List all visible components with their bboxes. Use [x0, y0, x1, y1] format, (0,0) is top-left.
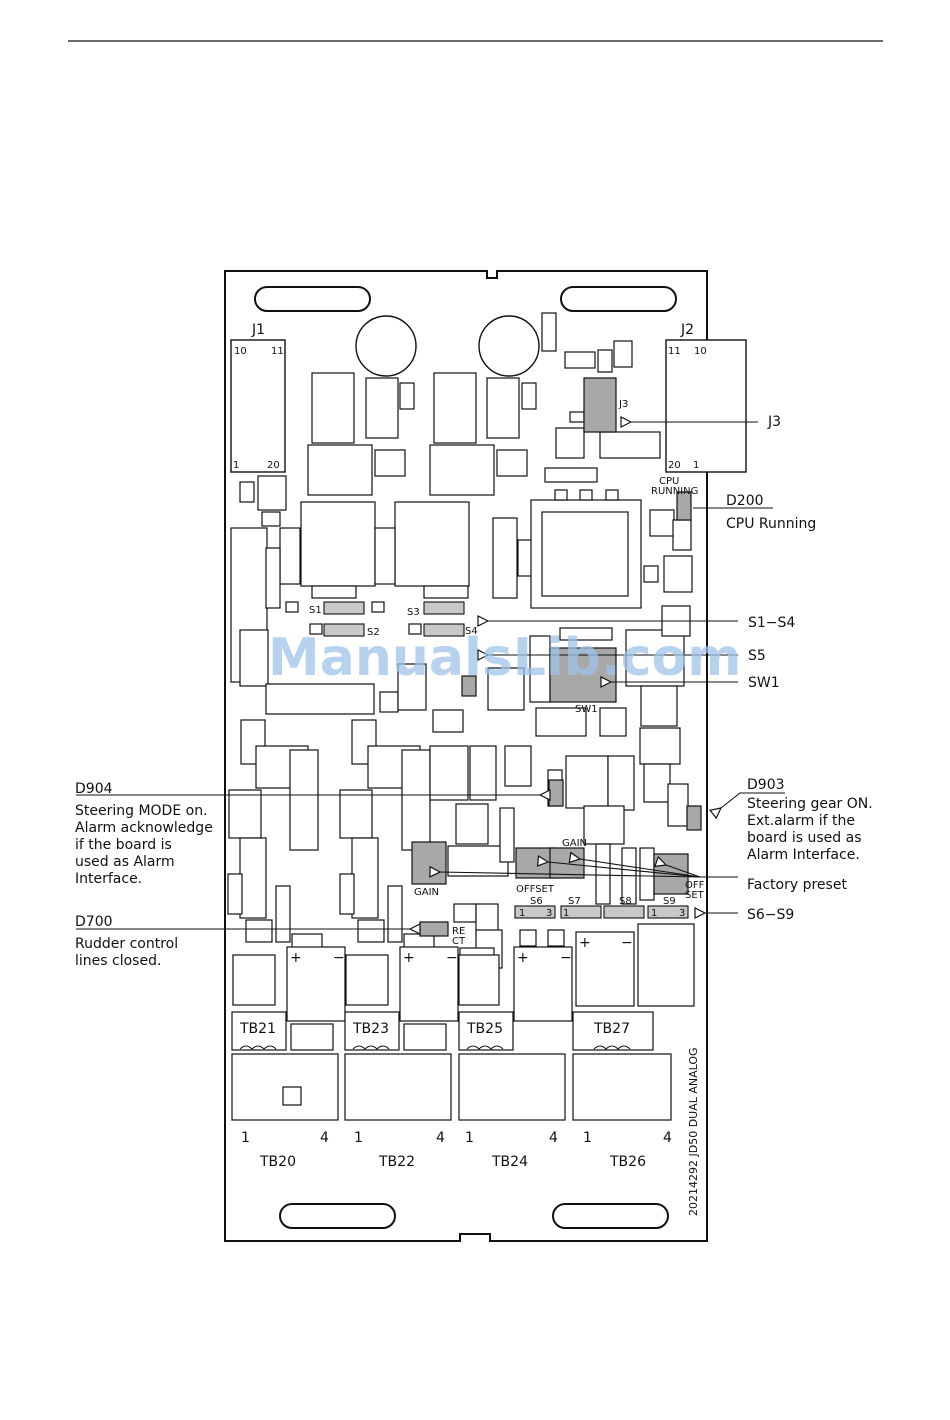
svg-text:GAIN: GAIN [562, 838, 587, 849]
svg-text:TB25: TB25 [466, 1021, 503, 1037]
svg-text:Alarm acknowledge: Alarm acknowledge [75, 820, 213, 836]
svg-text:1: 1 [651, 908, 657, 919]
svg-text:J3: J3 [618, 399, 628, 410]
svg-text:S3: S3 [407, 607, 420, 618]
svg-text:S2: S2 [367, 627, 380, 638]
part-number: 20214292 JD50 DUAL ANALOG [687, 1047, 700, 1216]
svg-text:+: + [403, 950, 415, 966]
svg-text:CPU Running: CPU Running [726, 516, 816, 532]
svg-text:CT: CT [452, 936, 466, 947]
svg-text:1: 1 [233, 460, 239, 471]
svg-text:OFFSET: OFFSET [516, 884, 555, 895]
svg-text:1: 1 [354, 1130, 363, 1146]
svg-text:D200: D200 [726, 493, 764, 509]
svg-text:S6: S6 [530, 896, 543, 907]
svg-text:TB23: TB23 [352, 1021, 389, 1037]
svg-text:−: − [560, 950, 572, 966]
svg-text:OFF: OFF [685, 880, 705, 891]
svg-text:SET: SET [685, 890, 705, 901]
svg-text:−: − [621, 935, 633, 951]
svg-text:if the board is: if the board is [75, 837, 172, 853]
svg-text:20: 20 [668, 460, 681, 471]
svg-text:D700: D700 [75, 914, 113, 930]
svg-text:S4: S4 [465, 626, 478, 637]
svg-text:Interface.: Interface. [75, 871, 142, 887]
svg-text:1: 1 [693, 460, 699, 471]
svg-text:Rudder control: Rudder control [75, 936, 178, 952]
components [227, 312, 695, 1007]
svg-text:TB27: TB27 [593, 1021, 630, 1037]
svg-text:11: 11 [271, 346, 284, 357]
svg-text:20: 20 [267, 460, 280, 471]
annotations: J3 D200 CPU Running S1−S4 S5 SW1 D903 St… [75, 414, 873, 969]
svg-text:GAIN: GAIN [414, 887, 439, 898]
svg-text:RUNNING: RUNNING [651, 486, 698, 497]
svg-text:D904: D904 [75, 781, 113, 797]
terminal-blocks-top: TB21 TB23 TB25 TB27 [231, 1011, 654, 1051]
callout-lines [76, 422, 785, 929]
svg-text:S8: S8 [619, 896, 632, 907]
svg-text:SW1: SW1 [748, 675, 780, 691]
dip-switches-light [323, 601, 689, 919]
svg-text:+: + [290, 950, 302, 966]
svg-text:+: + [517, 950, 529, 966]
svg-text:10: 10 [694, 346, 707, 357]
capacitors [355, 315, 540, 377]
svg-text:1: 1 [583, 1130, 592, 1146]
polarized-caps: + − + − + − + − [232, 931, 635, 1022]
svg-text:S1−S4: S1−S4 [748, 615, 795, 631]
svg-text:lines closed.: lines closed. [75, 953, 161, 969]
j2-connector: J2 11 10 20 1 [665, 322, 747, 473]
svg-text:CPU: CPU [659, 476, 679, 487]
svg-text:J3: J3 [767, 414, 781, 430]
svg-text:10: 10 [234, 346, 247, 357]
svg-text:4: 4 [436, 1130, 445, 1146]
svg-text:+: + [579, 935, 591, 951]
svg-text:TB26: TB26 [609, 1154, 646, 1170]
svg-text:RE: RE [452, 926, 465, 937]
svg-text:1: 1 [241, 1130, 250, 1146]
svg-text:Steering gear ON.: Steering gear ON. [747, 796, 873, 812]
svg-text:Steering MODE on.: Steering MODE on. [75, 803, 208, 819]
svg-text:11: 11 [668, 346, 681, 357]
mounting-slots [254, 286, 677, 1229]
svg-text:S1: S1 [309, 605, 322, 616]
svg-text:S5: S5 [748, 648, 766, 664]
svg-text:3: 3 [679, 908, 685, 919]
svg-text:TB20: TB20 [259, 1154, 296, 1170]
svg-text:S9: S9 [663, 896, 676, 907]
svg-text:J2: J2 [680, 322, 694, 338]
svg-text:S7: S7 [568, 896, 581, 907]
svg-text:Ext.alarm if the: Ext.alarm if the [747, 813, 855, 829]
svg-text:board is used as: board is used as [747, 830, 862, 846]
svg-text:−: − [333, 950, 345, 966]
svg-text:S6−S9: S6−S9 [747, 907, 794, 923]
svg-text:J1: J1 [251, 322, 265, 338]
svg-text:Factory preset: Factory preset [747, 877, 847, 893]
svg-text:SW1: SW1 [575, 704, 598, 715]
svg-text:D903: D903 [747, 777, 785, 793]
svg-text:used as Alarm: used as Alarm [75, 854, 175, 870]
svg-text:1: 1 [563, 908, 569, 919]
board-labels: J3 CPU RUNNING S1 S2 S3 S4 SW1 GAIN GAIN… [309, 399, 705, 947]
j1-connector: J1 10 11 1 20 [230, 322, 286, 473]
svg-text:TB24: TB24 [491, 1154, 528, 1170]
svg-text:4: 4 [663, 1130, 672, 1146]
highlighted-components [411, 377, 702, 937]
svg-text:TB22: TB22 [378, 1154, 415, 1170]
svg-text:1: 1 [519, 908, 525, 919]
watermark: ManualsLib.com [268, 628, 741, 688]
svg-text:1: 1 [465, 1130, 474, 1146]
svg-text:TB21: TB21 [239, 1021, 276, 1037]
svg-text:4: 4 [549, 1130, 558, 1146]
svg-text:3: 3 [546, 908, 552, 919]
svg-text:Alarm Interface.: Alarm Interface. [747, 847, 860, 863]
svg-text:−: − [446, 950, 458, 966]
svg-text:4: 4 [320, 1130, 329, 1146]
terminal-blocks-bottom: 1 4 1 4 1 4 1 4 TB20 TB22 TB24 TB26 [231, 1053, 672, 1170]
